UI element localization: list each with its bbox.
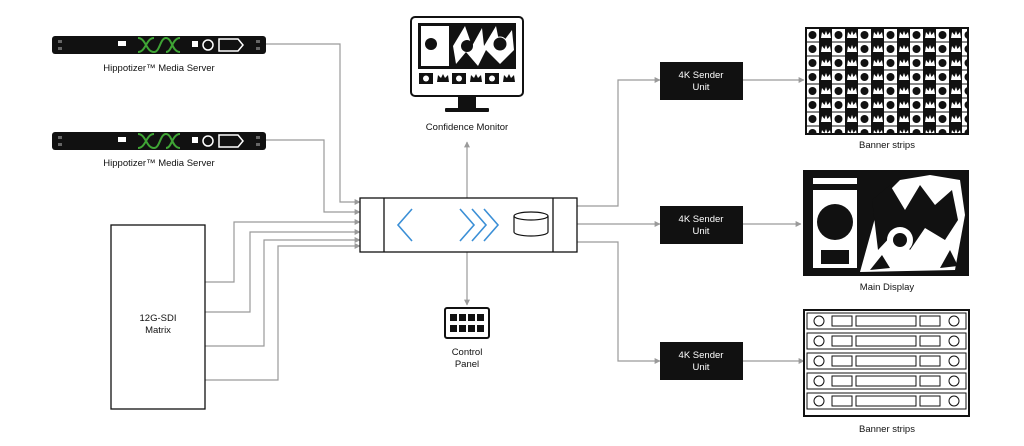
wire-switcher-sender3 <box>577 241 661 364</box>
media-server-2: Hippotizer™ Media Server <box>52 132 266 169</box>
sender-unit-2: 4K Sender Unit <box>660 206 743 244</box>
display-port-icon <box>218 38 244 52</box>
sdi-matrix: 12G-SDI Matrix <box>110 224 206 410</box>
storage-icon <box>513 211 549 237</box>
control-panel: Control Panel <box>444 307 490 370</box>
sender-unit-3-line1: 4K Sender <box>679 350 724 361</box>
wire-server2-switcher <box>266 139 361 215</box>
sender-unit-1: 4K Sender Unit <box>660 62 743 100</box>
hippotizer-logo-icon <box>137 132 181 150</box>
media-server-1-label: Hippotizer™ Media Server <box>103 63 214 74</box>
wire-matrix-switcher-1 <box>205 219 361 283</box>
connections <box>205 43 805 381</box>
wire-matrix-switcher-2 <box>205 229 361 313</box>
banner-strips-bottom-label: Banner strips <box>859 424 915 435</box>
power-button-icon <box>202 135 214 147</box>
control-panel-label-line2: Panel <box>455 359 479 370</box>
sender-unit-2-line1: 4K Sender <box>679 214 724 225</box>
banner-strips-bottom: Banner strips <box>803 309 970 435</box>
chevron-left-icon <box>396 208 413 242</box>
wire-matrix-switcher-4 <box>205 243 361 381</box>
usb-port-icon <box>118 41 126 46</box>
media-server-1: Hippotizer™ Media Server <box>52 36 266 74</box>
sender-unit-3-line2: Unit <box>693 362 710 373</box>
matrix-label-line1: 12G-SDI <box>140 313 177 324</box>
media-server-2-label: Hippotizer™ Media Server <box>103 158 214 169</box>
video-processor <box>359 197 578 253</box>
chevron-right-icon <box>459 208 500 242</box>
control-panel-buttons <box>450 314 484 332</box>
sender-unit-1-line1: 4K Sender <box>679 70 724 81</box>
power-button-icon <box>202 39 214 51</box>
control-panel-label-line1: Control <box>452 347 483 358</box>
wire-server1-switcher <box>266 43 361 205</box>
main-display-label: Main Display <box>860 282 915 293</box>
hippotizer-logo-icon <box>137 36 181 54</box>
wire-matrix-switcher-3 <box>205 237 361 347</box>
banner-strips-top-label: Banner strips <box>859 140 915 151</box>
confidence-monitor-label: Confidence Monitor <box>426 122 508 133</box>
wire-switcher-sender1 <box>577 77 661 207</box>
sender-unit-2-line2: Unit <box>693 226 710 237</box>
main-display: Main Display <box>803 170 969 293</box>
banner-strips-top: Banner strips <box>805 27 969 151</box>
sender-unit-1-line2: Unit <box>693 82 710 93</box>
confidence-monitor: Confidence Monitor <box>410 16 524 133</box>
matrix-label-line2: Matrix <box>145 325 171 336</box>
display-port-icon <box>218 134 244 148</box>
usb-port-icon <box>118 137 126 142</box>
sender-unit-3: 4K Sender Unit <box>660 342 743 380</box>
